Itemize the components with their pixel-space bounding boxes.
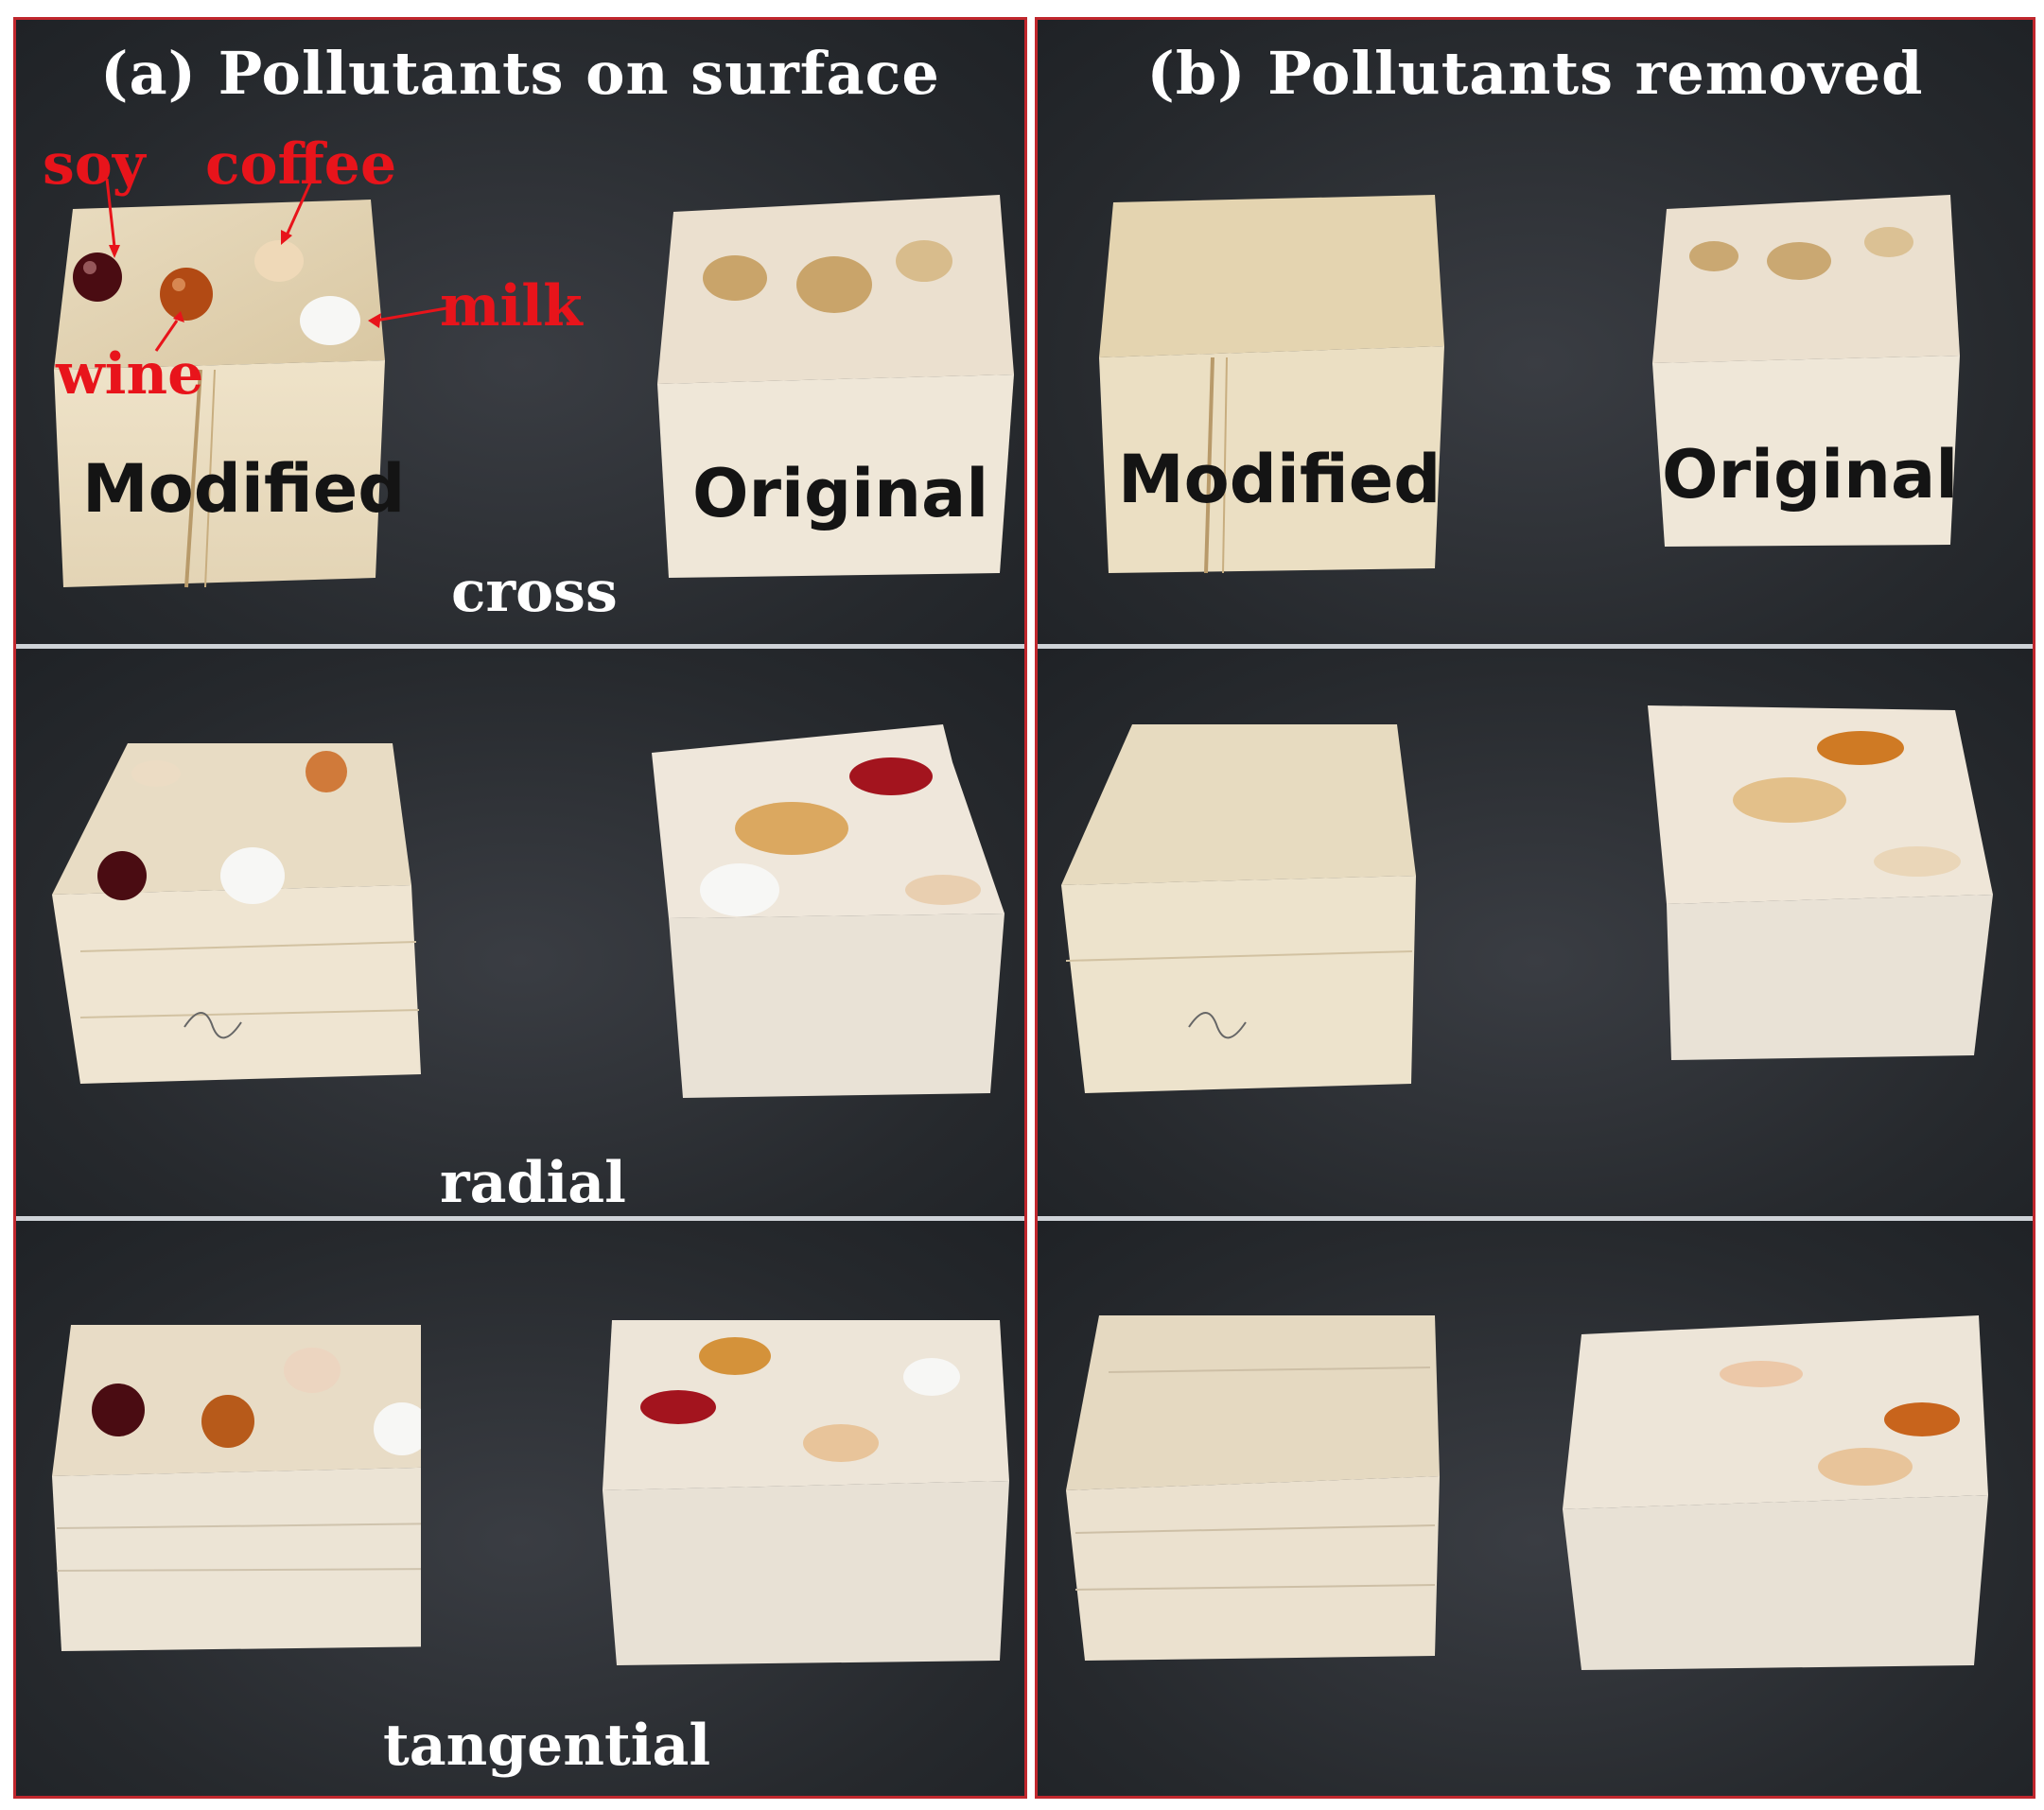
label-wine: wine <box>56 341 204 408</box>
original-cube-tangential-cleaned <box>1553 1315 1998 1675</box>
panel-b-row-cross: (b) Pollutants removed Modified Original <box>1038 20 2033 644</box>
original-cube-cross <box>650 195 1024 592</box>
original-cube-radial <box>640 724 1019 1103</box>
panel-a-row-tangential: tangential <box>16 1221 1024 1796</box>
original-cube-cross-cleaned <box>1648 195 1969 554</box>
modified-cube-cross-cleaned <box>1094 195 1454 592</box>
original-cube-radial-cleaned <box>1643 705 2002 1065</box>
panel-b-row-radial <box>1038 649 2033 1216</box>
label-original-cross: Original <box>692 455 989 532</box>
label-tangential: tangential <box>383 1713 711 1779</box>
panel-a-row-radial: radial <box>16 649 1024 1216</box>
label-coffee: coffee <box>205 131 397 198</box>
label-milk: milk <box>440 273 583 339</box>
label-original-cross-b: Original <box>1662 436 1959 513</box>
modified-cube-tangential-cleaned <box>1061 1315 1440 1675</box>
label-modified-cross-b: Modified <box>1118 441 1441 518</box>
label-modified-cross: Modified <box>82 450 406 528</box>
label-radial: radial <box>440 1150 626 1216</box>
label-soy: soy <box>43 131 146 198</box>
panel-a-title: (a) Pollutants on surface <box>100 39 940 108</box>
panel-a-pollutants-on-surface: (a) Pollutants on surface <box>13 17 1027 1799</box>
panel-a-row-cross: (a) Pollutants on surface <box>16 20 1024 644</box>
panel-b-title: (b) Pollutants removed <box>1146 39 1924 108</box>
modified-cube-radial <box>43 743 421 1103</box>
modified-cube-tangential <box>43 1325 421 1665</box>
panel-b-pollutants-removed: (b) Pollutants removed Modified Original <box>1035 17 2035 1799</box>
panel-b-row-tangential <box>1038 1221 2033 1796</box>
label-cross: cross <box>451 559 618 625</box>
modified-cube-radial-cleaned <box>1057 724 1435 1103</box>
original-cube-tangential <box>593 1320 1019 1670</box>
